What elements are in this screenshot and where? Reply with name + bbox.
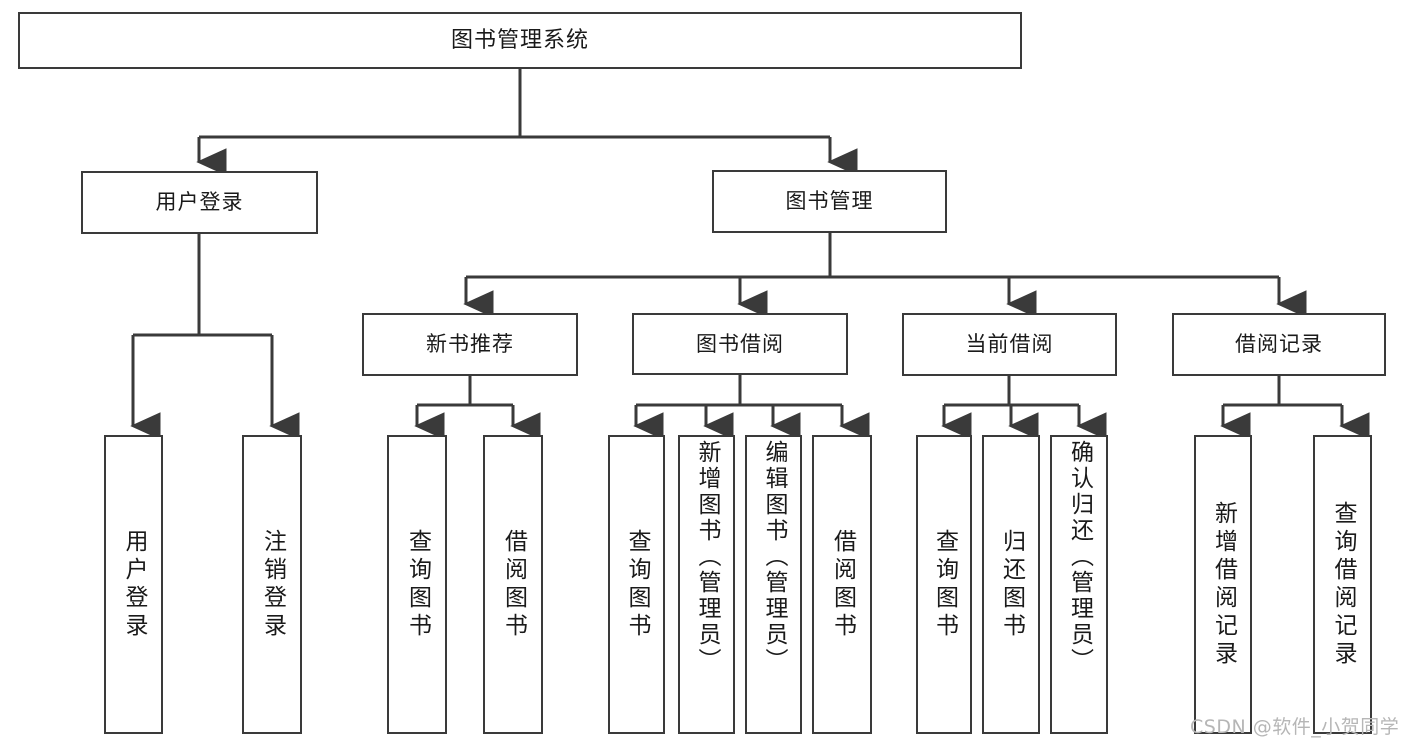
node-label: 用户登录 bbox=[121, 528, 147, 641]
node-label: 用户登录 bbox=[155, 190, 244, 215]
node-label: 图书借阅 bbox=[696, 331, 784, 356]
node-root-system[interactable]: 图书管理系统 bbox=[18, 12, 1022, 69]
node-label: 查询图书 bbox=[404, 528, 431, 641]
node-leaf-add-borrow-record[interactable]: 新增借阅记录 bbox=[1194, 435, 1252, 734]
node-label: 查询图书 bbox=[931, 528, 958, 641]
node-label: 归还图书 bbox=[998, 528, 1025, 641]
node-label: 借阅图书 bbox=[500, 528, 527, 641]
node-leaf-return-book[interactable]: 归还图书 bbox=[982, 435, 1040, 734]
node-label: 借阅记录 bbox=[1235, 332, 1323, 357]
node-label: 图书管理 bbox=[785, 189, 874, 214]
node-current-borrow[interactable]: 当前借阅 bbox=[902, 313, 1117, 376]
node-label: 查询图书 bbox=[624, 528, 650, 641]
node-leaf-query-book-current[interactable]: 查询图书 bbox=[916, 435, 972, 734]
node-label: 新书推荐 bbox=[426, 332, 514, 357]
node-leaf-user-login[interactable]: 用户登录 bbox=[104, 435, 163, 734]
node-book-borrow[interactable]: 图书借阅 bbox=[632, 313, 848, 375]
node-leaf-edit-book[interactable]: 编辑图书（管理员） bbox=[745, 435, 802, 734]
node-label: 当前借阅 bbox=[965, 332, 1054, 357]
node-label: 新增借阅记录 bbox=[1210, 500, 1237, 669]
node-book-manage[interactable]: 图书管理 bbox=[712, 170, 947, 233]
node-user-login[interactable]: 用户登录 bbox=[81, 171, 318, 234]
node-label: 借阅图书 bbox=[829, 528, 856, 641]
node-new-book-recommend[interactable]: 新书推荐 bbox=[362, 313, 578, 376]
node-label: 新增图书（管理员） bbox=[694, 440, 720, 674]
node-leaf-add-book[interactable]: 新增图书（管理员） bbox=[678, 435, 735, 734]
node-leaf-query-book-recommend[interactable]: 查询图书 bbox=[387, 435, 447, 734]
node-borrow-record[interactable]: 借阅记录 bbox=[1172, 313, 1386, 376]
node-label: 查询借阅记录 bbox=[1330, 500, 1356, 669]
node-leaf-query-book-borrow[interactable]: 查询图书 bbox=[608, 435, 665, 734]
node-label: 图书管理系统 bbox=[450, 27, 589, 53]
node-label: 确认归还（管理员） bbox=[1066, 440, 1093, 674]
node-leaf-borrow-book-recommend[interactable]: 借阅图书 bbox=[483, 435, 543, 734]
node-label: 编辑图书（管理员） bbox=[761, 440, 787, 674]
node-leaf-borrow-book[interactable]: 借阅图书 bbox=[812, 435, 872, 734]
node-leaf-query-borrow-record[interactable]: 查询借阅记录 bbox=[1313, 435, 1372, 734]
node-label: 注销登录 bbox=[259, 528, 286, 641]
node-leaf-confirm-return[interactable]: 确认归还（管理员） bbox=[1050, 435, 1108, 734]
node-leaf-logout-login[interactable]: 注销登录 bbox=[242, 435, 302, 734]
